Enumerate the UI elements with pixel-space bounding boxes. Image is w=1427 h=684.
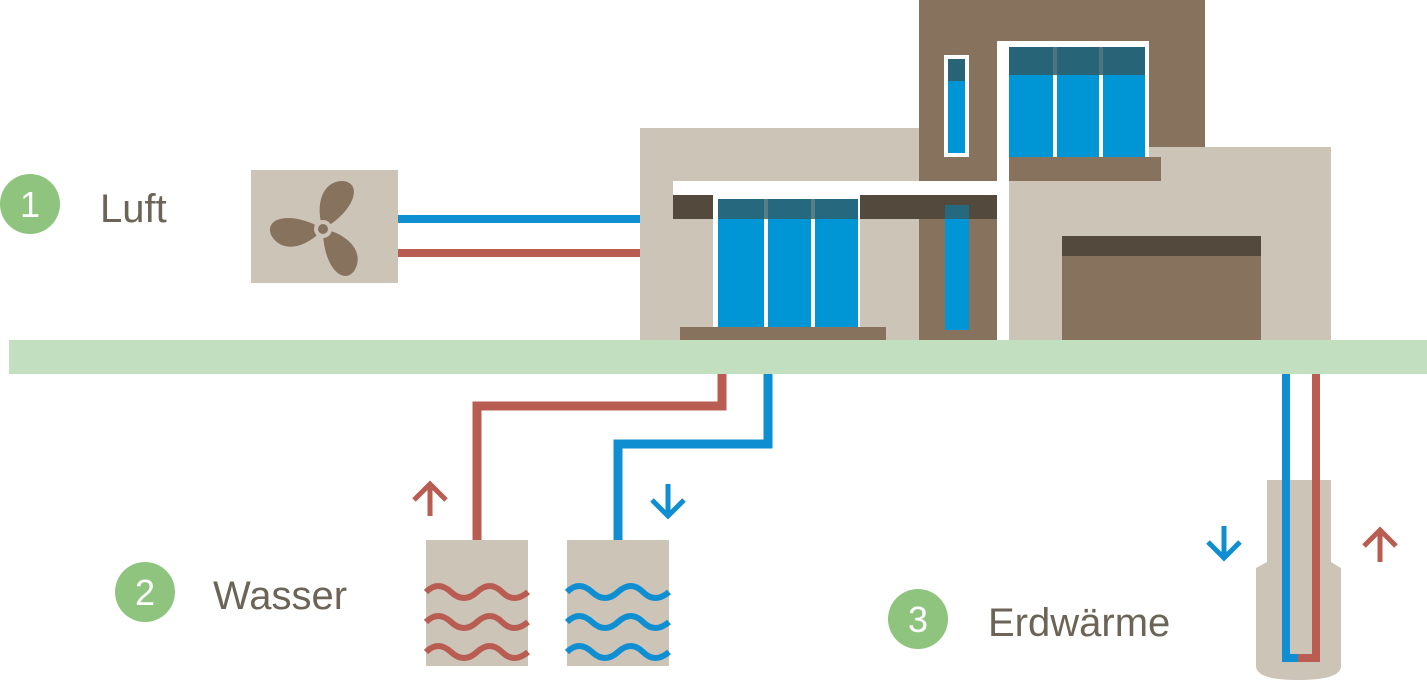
label-wasser: Wasser bbox=[213, 574, 347, 618]
badge-1-number: 1 bbox=[20, 184, 40, 225]
borehole bbox=[1256, 480, 1341, 680]
badge-1 bbox=[0, 174, 60, 234]
fan-icon bbox=[270, 181, 358, 276]
geo-pipe-warm bbox=[1298, 374, 1320, 662]
source-water: 2 Wasser bbox=[115, 374, 773, 666]
label-luft: Luft bbox=[100, 187, 167, 231]
balcony-slab bbox=[673, 181, 997, 195]
water-pipe-cold bbox=[613, 374, 773, 540]
badge-3-number: 3 bbox=[908, 599, 928, 640]
geo-pipe-cold bbox=[1282, 374, 1300, 662]
badge-3 bbox=[888, 589, 948, 649]
arrow-down-icon bbox=[1206, 526, 1242, 562]
badge-2-number: 2 bbox=[135, 572, 155, 613]
label-erdwaerme: Erdwärme bbox=[988, 601, 1170, 645]
source-geothermal: 3 Erdwärme bbox=[888, 374, 1398, 680]
air-pipe-warm bbox=[398, 249, 640, 257]
house bbox=[640, 0, 1331, 340]
arrow-up-icon bbox=[1362, 526, 1398, 562]
water-pipe-warm bbox=[472, 374, 727, 540]
tower-lower-window bbox=[945, 205, 969, 330]
air-pipe-cold bbox=[398, 215, 640, 223]
badge-2 bbox=[115, 562, 175, 622]
source-air: 1 Luft bbox=[0, 170, 640, 283]
arrow-up-icon bbox=[412, 480, 448, 516]
arrow-down-icon bbox=[650, 484, 686, 520]
ground-strip bbox=[9, 340, 1427, 374]
